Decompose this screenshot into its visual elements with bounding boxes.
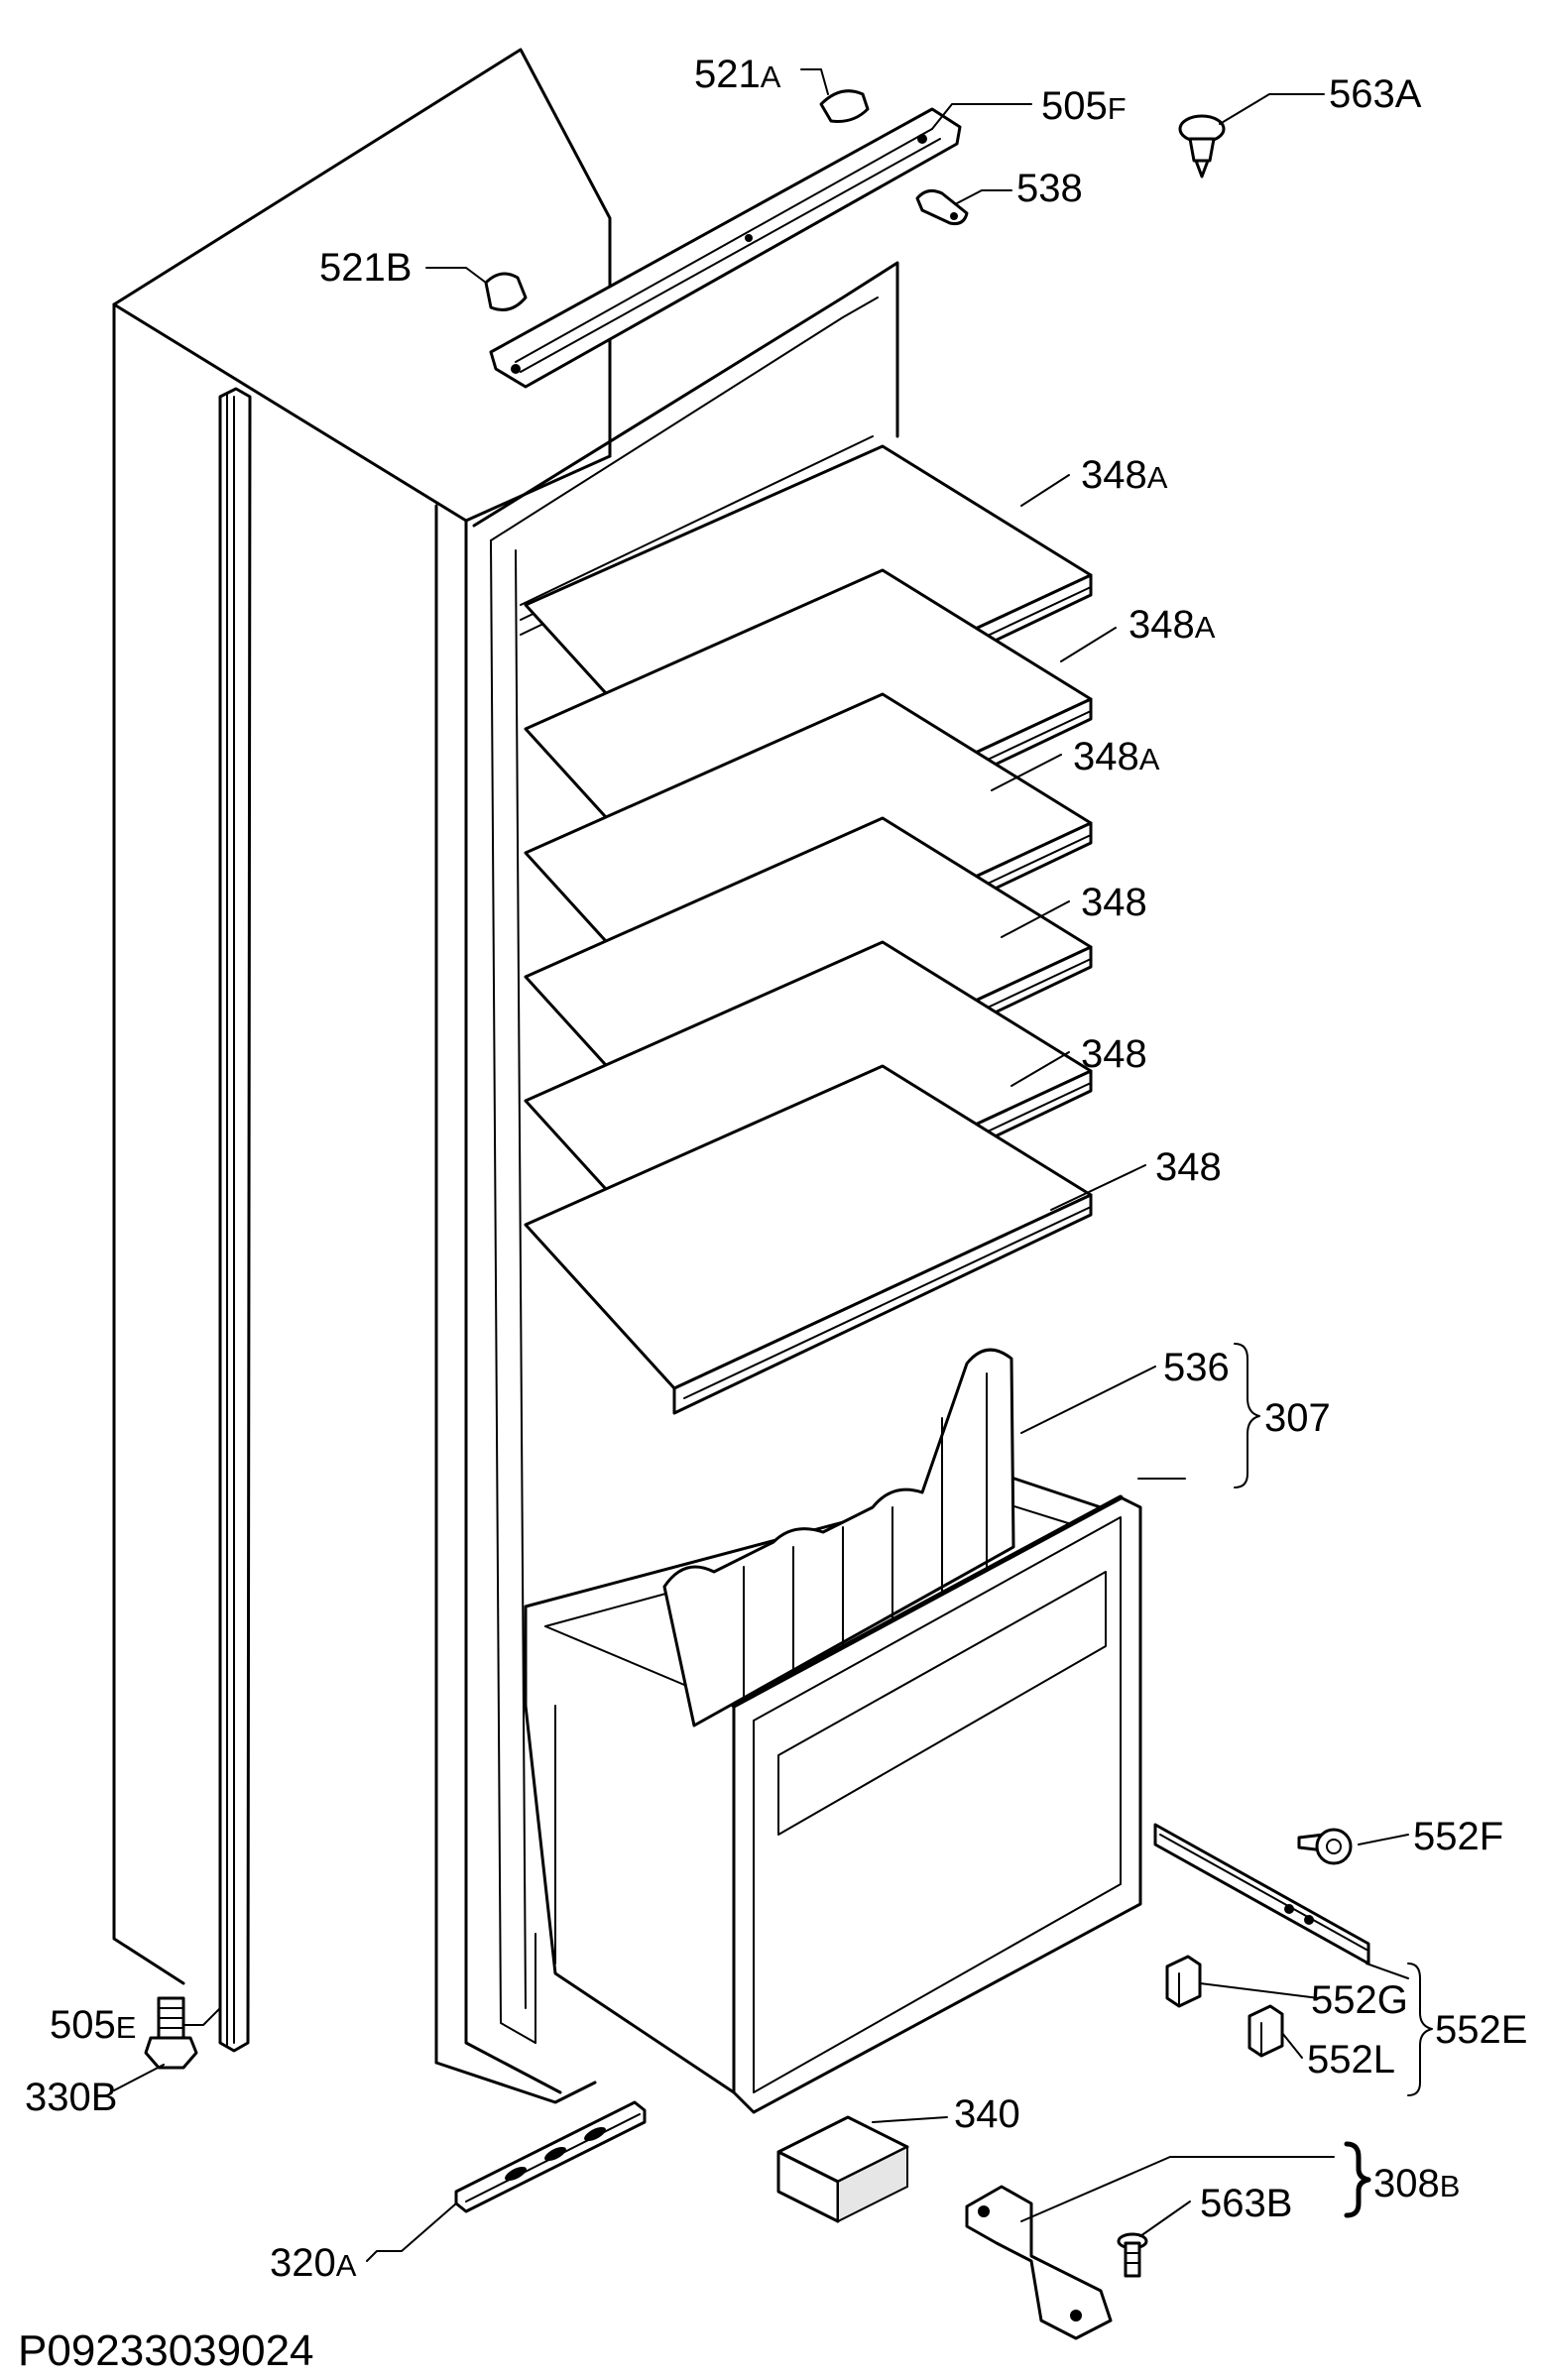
callout-552g: 552G xyxy=(1311,1978,1408,2022)
clip-552l xyxy=(1247,2004,1284,2058)
callout-320a: 320A xyxy=(270,2241,357,2285)
callout-307: 307 xyxy=(1264,1396,1331,1440)
drawer-307 xyxy=(524,1348,1142,2114)
callout-348a-1: 348A xyxy=(1081,453,1168,497)
callout-563a: 563A xyxy=(1329,72,1422,116)
pivot-552f xyxy=(1297,1828,1353,1865)
hinge-pin-538 xyxy=(915,188,969,225)
callout-536: 536 xyxy=(1163,1346,1230,1389)
callout-308b: 308B xyxy=(1373,2162,1460,2205)
braces xyxy=(1234,1343,1433,2218)
callout-538: 538 xyxy=(1016,167,1083,210)
callout-552l: 552L xyxy=(1307,2038,1395,2082)
door-reversal-rail-552e xyxy=(1153,1823,1370,1965)
bottom-hinge-308b xyxy=(965,2185,1113,2340)
door-seal-strip xyxy=(218,387,252,2053)
callout-521b: 521B xyxy=(319,246,412,290)
screw-563a xyxy=(1178,114,1226,178)
callout-505e: 505E xyxy=(50,2003,136,2047)
leader-lines xyxy=(113,68,1409,2262)
hinge-cover-521a xyxy=(819,89,870,123)
callout-348-2: 348 xyxy=(1081,1032,1147,1076)
callout-labels: 521A 505F 563A 538 521B 348A 348A 348A 3… xyxy=(25,53,1527,2285)
slide-rail-320a xyxy=(454,2100,647,2213)
screw-563b xyxy=(1117,2232,1148,2278)
callout-340: 340 xyxy=(954,2092,1020,2136)
callout-505f: 505F xyxy=(1041,84,1127,128)
callout-563b: 563B xyxy=(1200,2182,1292,2225)
callout-348-3: 348 xyxy=(1155,1145,1222,1189)
top-hinge-bar xyxy=(489,107,962,389)
accessory-box-340 xyxy=(776,2115,909,2223)
clip-552g xyxy=(1165,1955,1202,2008)
callout-348-1: 348 xyxy=(1081,881,1147,924)
callout-348a-2: 348A xyxy=(1128,603,1216,647)
glass-shelf-348-3 xyxy=(524,1064,1093,1415)
callout-330b: 330B xyxy=(25,2076,117,2119)
callout-552e: 552E xyxy=(1435,2008,1527,2052)
callout-348a-3: 348A xyxy=(1073,735,1160,778)
adjustable-foot-330b xyxy=(144,1996,198,2070)
callout-521a: 521A xyxy=(694,53,781,96)
hinge-cover-521b xyxy=(484,272,528,311)
drawing-code: P09233039024 xyxy=(18,2326,314,2375)
callout-552f: 552F xyxy=(1413,1815,1503,1858)
